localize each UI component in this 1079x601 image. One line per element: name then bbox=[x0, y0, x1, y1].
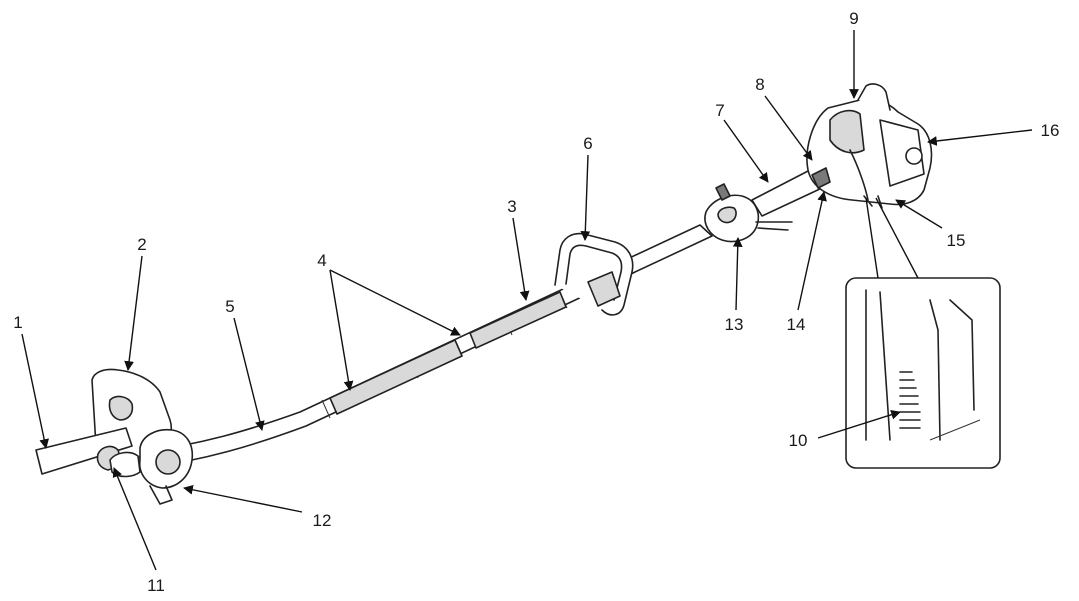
callout-3: 3 bbox=[507, 197, 516, 216]
leader-16 bbox=[927, 129, 1033, 146]
leader-13 bbox=[732, 237, 743, 311]
leader-3 bbox=[512, 217, 530, 301]
callout-6: 6 bbox=[583, 134, 592, 153]
callout-7: 7 bbox=[715, 101, 724, 120]
callout-9: 9 bbox=[849, 9, 858, 28]
leader-11 bbox=[112, 467, 157, 571]
gear-case bbox=[138, 428, 194, 505]
leader-15 bbox=[895, 199, 943, 229]
leader-7 bbox=[723, 119, 769, 183]
callout-16: 16 bbox=[1041, 121, 1060, 140]
leader-5 bbox=[233, 317, 265, 431]
loop-handle bbox=[554, 232, 634, 316]
throttle-housing bbox=[704, 183, 793, 243]
callout-11: 11 bbox=[147, 576, 165, 595]
leader-6 bbox=[580, 154, 591, 241]
engine bbox=[806, 83, 933, 209]
callout-4: 4 bbox=[317, 251, 326, 270]
leader-4a bbox=[329, 269, 354, 391]
callout-10: 10 bbox=[789, 431, 808, 450]
grip-tape bbox=[329, 291, 567, 415]
callout-15: 15 bbox=[947, 231, 966, 250]
callout-14: 14 bbox=[787, 315, 806, 334]
callout-8: 8 bbox=[755, 75, 764, 94]
leader-14 bbox=[797, 191, 827, 311]
callout-13: 13 bbox=[725, 315, 744, 334]
leader-12 bbox=[183, 484, 303, 513]
callout-numbers: 1 2 3 4 5 6 7 8 9 10 11 12 13 14 15 16 bbox=[13, 9, 1059, 595]
leader-10 bbox=[817, 409, 901, 439]
callout-2: 2 bbox=[137, 235, 146, 254]
leader-2 bbox=[124, 255, 143, 371]
callout-1: 1 bbox=[13, 313, 22, 332]
callout-leaders bbox=[21, 30, 1033, 571]
inset-detail bbox=[845, 197, 1001, 469]
blade bbox=[35, 427, 141, 478]
callout-12: 12 bbox=[313, 511, 332, 530]
leader-4b bbox=[329, 269, 461, 336]
leader-8 bbox=[764, 95, 813, 161]
trimmer-illustration bbox=[35, 83, 1001, 505]
leader-1 bbox=[21, 333, 49, 449]
callout-5: 5 bbox=[225, 297, 234, 316]
